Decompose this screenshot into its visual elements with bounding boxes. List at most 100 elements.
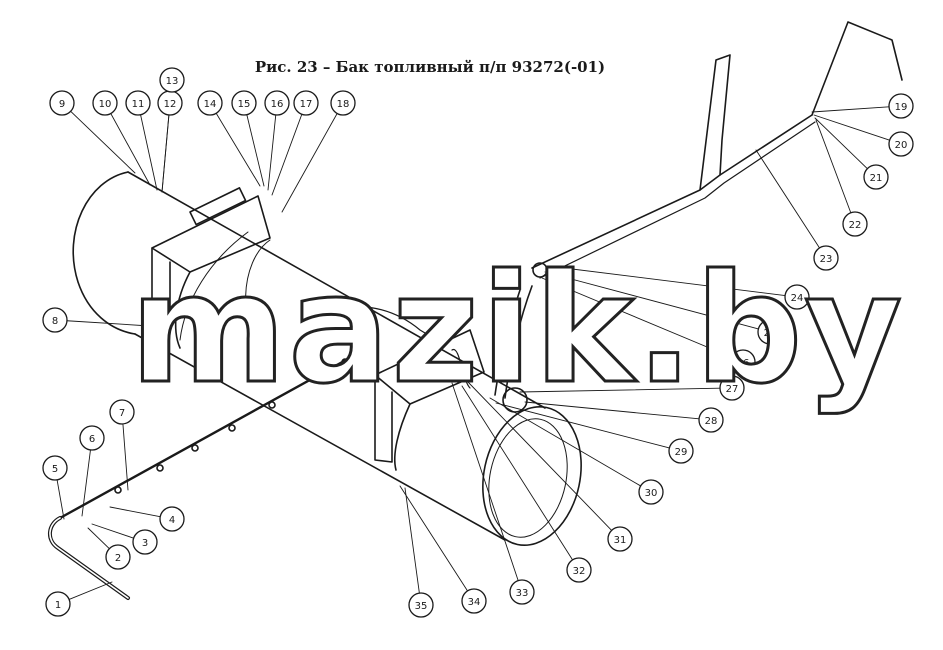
- callout-label-c20: 20: [895, 140, 908, 151]
- callout-c29: 29: [668, 438, 694, 464]
- callout-label-c8: 8: [52, 316, 58, 327]
- callout-c26: 26: [730, 349, 756, 375]
- callout-c3: 3: [132, 529, 158, 555]
- callout-circle-c28: [698, 407, 724, 433]
- figure-title: Рис. 23 – Бак топливный п/п 93272(-01): [254, 58, 606, 76]
- callout-c33: 33: [509, 579, 535, 605]
- leader-c18: [281, 113, 338, 213]
- callout-label-c18: 18: [337, 99, 350, 110]
- leader-c11: [140, 114, 158, 191]
- leader-c34: [399, 485, 468, 592]
- leader-c3: [91, 523, 135, 539]
- callout-circle-c19: [888, 93, 914, 119]
- callout-label-c25: 25: [764, 328, 777, 339]
- callout-circle-c16: [264, 90, 290, 116]
- callout-c22: 22: [842, 211, 868, 237]
- callout-label-c5: 5: [52, 464, 58, 475]
- front-bracket: [151, 187, 271, 349]
- callout-c4: 4: [159, 506, 185, 532]
- callout-circle-c5: [42, 455, 68, 481]
- callout-label-c3: 3: [142, 538, 148, 549]
- callout-c7: 7: [109, 399, 135, 425]
- callout-circle-c6: [79, 425, 105, 451]
- leader-c26: [541, 277, 733, 358]
- callout-label-c24: 24: [791, 293, 804, 304]
- callout-label-c11: 11: [132, 99, 145, 110]
- callout-circle-c4: [159, 506, 185, 532]
- callout-c31: 31: [607, 526, 633, 552]
- callout-circle-c7: [109, 399, 135, 425]
- callout-label-c34: 34: [468, 597, 481, 608]
- callout-circle-c23: [813, 245, 839, 271]
- leader-c22: [815, 119, 852, 214]
- callout-circle-c34: [461, 588, 487, 614]
- callout-circle-c22: [842, 211, 868, 237]
- callout-c9: 9: [49, 90, 75, 116]
- callout-leaders: [56, 91, 891, 600]
- callout-c14: 14: [197, 90, 223, 116]
- callout-c16: 16: [264, 90, 290, 116]
- callout-label-c9: 9: [59, 99, 65, 110]
- callout-circle-c14: [197, 90, 223, 116]
- callout-label-c29: 29: [675, 447, 688, 458]
- callout-label-c7: 7: [119, 408, 125, 419]
- callout-label-c33: 33: [516, 588, 529, 599]
- tank-body: [72, 171, 582, 546]
- callout-circle-c1: [45, 591, 71, 617]
- callout-c23: 23: [813, 245, 839, 271]
- leader-c15: [246, 114, 265, 187]
- callout-label-c27: 27: [726, 384, 739, 395]
- leader-c6: [81, 449, 91, 517]
- callout-circle-c31: [607, 526, 633, 552]
- leader-c20: [813, 114, 891, 141]
- leader-c1: [68, 581, 113, 600]
- callout-label-c15: 15: [238, 99, 251, 110]
- callout-label-c17: 17: [300, 99, 313, 110]
- callout-label-c12: 12: [164, 99, 177, 110]
- callout-label-c13: 13: [166, 76, 179, 87]
- callout-label-c16: 16: [271, 99, 284, 110]
- filler-assembly: [494, 21, 903, 413]
- leader-c21: [814, 117, 868, 170]
- leader-c16: [267, 114, 277, 191]
- tank-strap: [321, 305, 446, 346]
- callout-c19: 19: [888, 93, 914, 119]
- callout-c32: 32: [566, 557, 592, 583]
- callout-c2: 2: [105, 544, 131, 570]
- leader-c23: [755, 149, 820, 249]
- callout-c10: 10: [92, 90, 118, 116]
- callout-circle-c30: [638, 479, 664, 505]
- leader-c30: [489, 397, 642, 487]
- leader-c28: [524, 401, 700, 420]
- callout-label-c4: 4: [169, 515, 175, 526]
- rear-bracket: [374, 329, 485, 471]
- leader-c2: [87, 527, 110, 550]
- callout-c11: 11: [125, 90, 151, 116]
- fuel-line: [48, 353, 357, 600]
- callout-c27: 27: [719, 375, 745, 401]
- callout-circle-c24: [784, 284, 810, 310]
- callout-circle-c15: [231, 90, 257, 116]
- callout-label-c30: 30: [645, 488, 658, 499]
- callout-circle-c8: [42, 307, 68, 333]
- callout-label-c23: 23: [820, 254, 833, 265]
- leader-c9: [70, 110, 136, 174]
- callout-circle-c17: [293, 90, 319, 116]
- callout-circle-c27: [719, 375, 745, 401]
- callout-circle-c9: [49, 90, 75, 116]
- callout-c6: 6: [79, 425, 105, 451]
- callout-label-c1: 1: [55, 600, 61, 611]
- callout-circle-c13: [159, 67, 185, 93]
- callout-circle-c25: [757, 319, 783, 345]
- callout-circle-c32: [566, 557, 592, 583]
- callout-c21: 21: [863, 164, 889, 190]
- callout-c13: 13: [159, 67, 185, 93]
- callout-label-c21: 21: [870, 173, 883, 184]
- callout-label-c22: 22: [849, 220, 862, 231]
- callout-c30: 30: [638, 479, 664, 505]
- callout-label-c31: 31: [614, 535, 627, 546]
- leader-c27: [519, 387, 721, 393]
- callout-c18: 18: [330, 90, 356, 116]
- callout-label-c14: 14: [204, 99, 217, 110]
